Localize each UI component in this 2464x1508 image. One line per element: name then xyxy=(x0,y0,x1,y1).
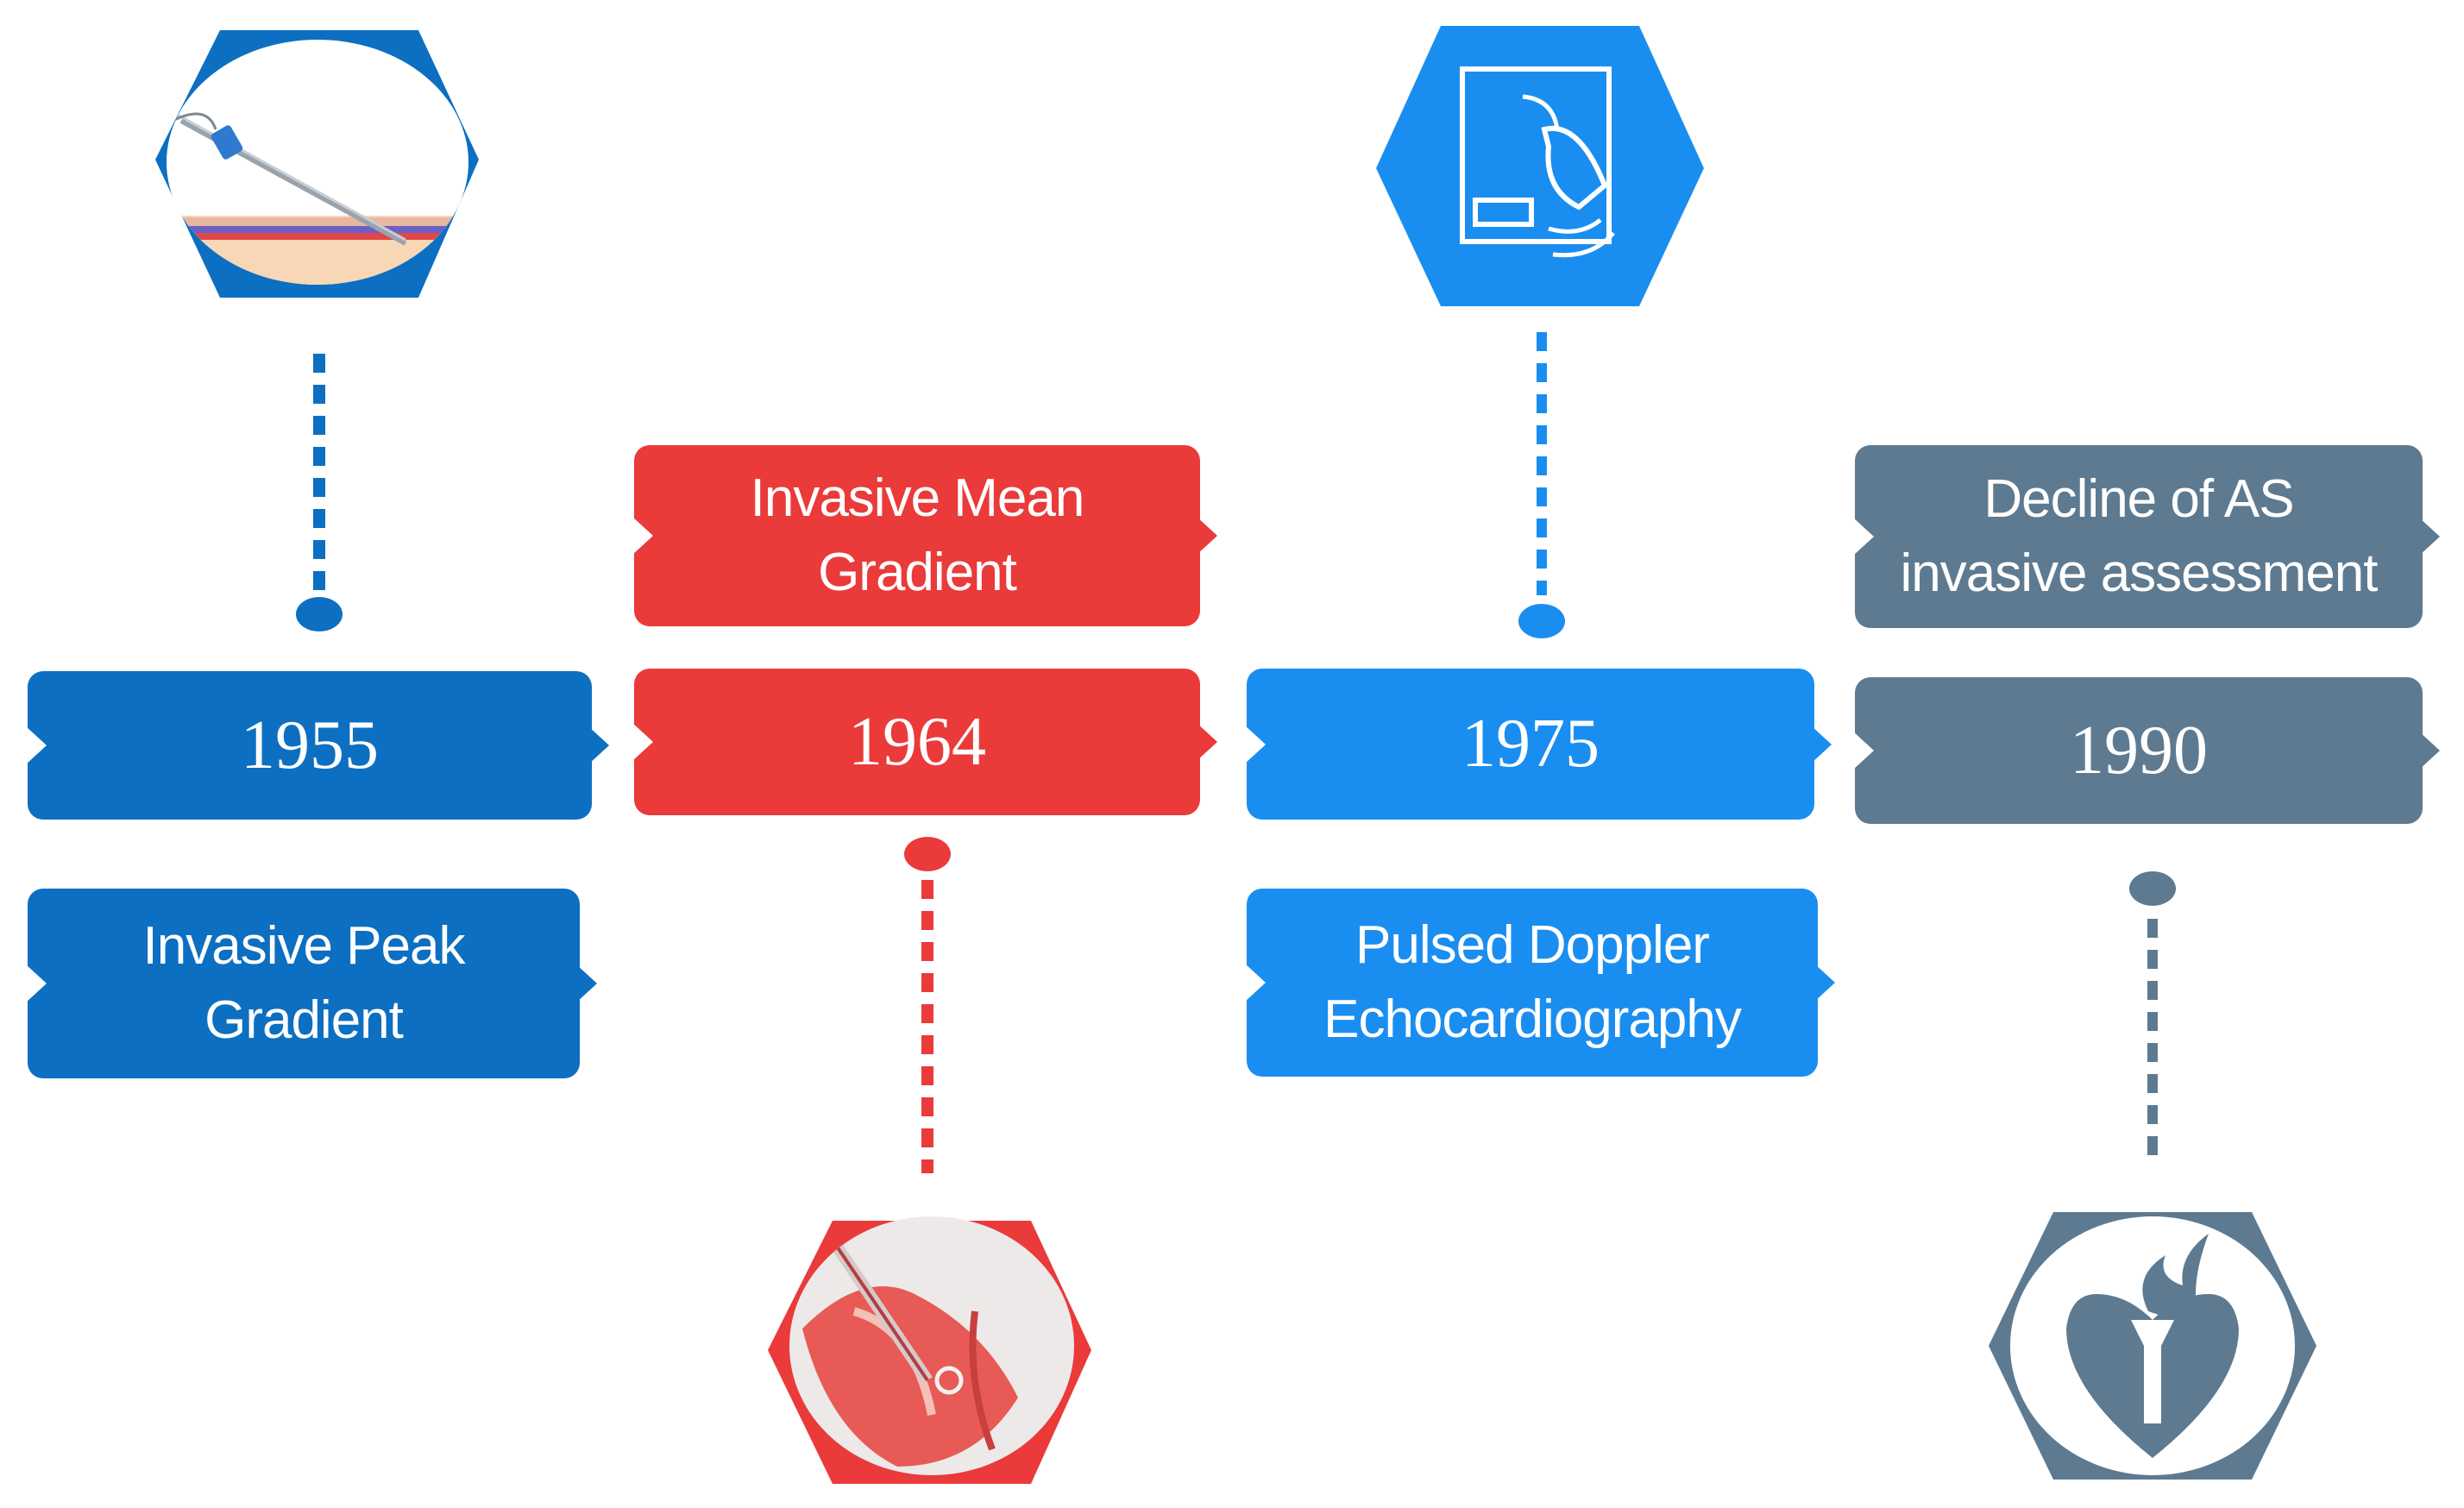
heart-torch-logo-icon xyxy=(1989,1212,2316,1480)
year-1955: 1955 xyxy=(241,707,379,783)
year-box-1955: 1955 xyxy=(26,671,609,820)
label-box-1975: Pulsed Doppler Echocardiography xyxy=(1245,889,1835,1077)
label-1964-line1: Invasive Mean xyxy=(750,468,1085,528)
label-box-1955: Invasive Peak Gradient xyxy=(26,889,597,1078)
label-1990-line2: invasive assessment xyxy=(1900,544,2378,603)
year-box-1964: 1964 xyxy=(632,669,1217,815)
year-1975: 1975 xyxy=(1461,706,1600,782)
label-1955-line2: Gradient xyxy=(204,990,404,1050)
catheter-needle-icon xyxy=(155,30,479,298)
heart-valve-catheter-icon xyxy=(768,1216,1091,1484)
connector-1975 xyxy=(1518,332,1565,638)
label-box-1990: Decline of AS invasive assessment xyxy=(1853,445,2440,628)
year-box-1975: 1975 xyxy=(1245,669,1832,820)
label-1975-line2: Echocardiography xyxy=(1323,990,1742,1049)
connector-1990 xyxy=(2129,871,2176,1156)
connector-1955 xyxy=(296,354,343,631)
year-box-1990: 1990 xyxy=(1853,677,2440,824)
ultrasound-probe-icon xyxy=(1376,26,1704,306)
label-1975-line1: Pulsed Doppler xyxy=(1355,915,1710,975)
label-box-1964: Invasive Mean Gradient xyxy=(632,445,1217,626)
label-1955-line1: Invasive Peak xyxy=(142,916,466,976)
label-1990-line1: Decline of AS xyxy=(1983,469,2294,529)
label-1964-line2: Gradient xyxy=(818,543,1017,602)
year-1964: 1964 xyxy=(848,703,986,780)
year-1990: 1990 xyxy=(2070,712,2208,789)
connector-1964 xyxy=(904,837,951,1173)
